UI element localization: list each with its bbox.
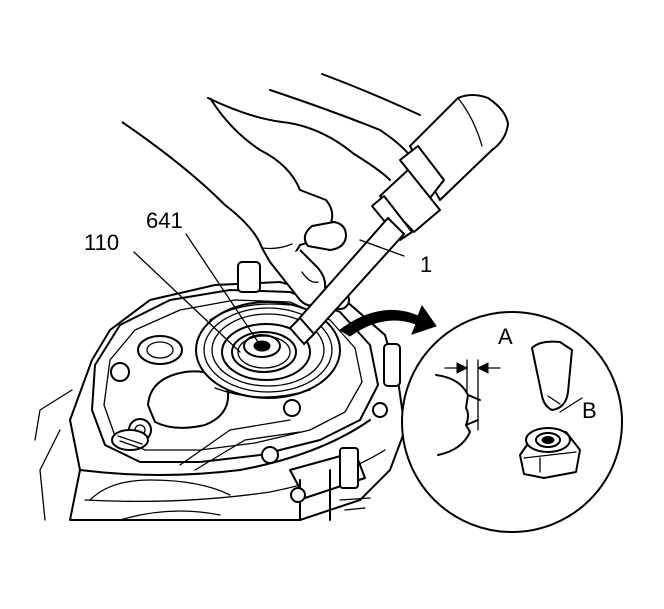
label-nut: B: [582, 398, 597, 423]
label-tool: 1: [420, 252, 432, 277]
detail-view: [401, 311, 623, 533]
installer-tool-1: [289, 169, 441, 345]
seal-cross-section: [435, 374, 471, 456]
detail-callout-arrow: [339, 304, 437, 337]
transmission-case: [34, 261, 406, 521]
nut-b: [519, 427, 581, 479]
bearing-110: [231, 331, 297, 373]
hand-illustration: [121, 73, 421, 307]
hammer: [399, 94, 509, 201]
leader-lines: [133, 233, 583, 413]
dimension-a: [444, 359, 501, 393]
label-gap: A: [498, 324, 513, 349]
label-bearing: 110: [84, 230, 119, 255]
label-seal: 641: [146, 208, 183, 233]
seal-641: [243, 334, 281, 358]
punch-tip: [531, 340, 573, 411]
